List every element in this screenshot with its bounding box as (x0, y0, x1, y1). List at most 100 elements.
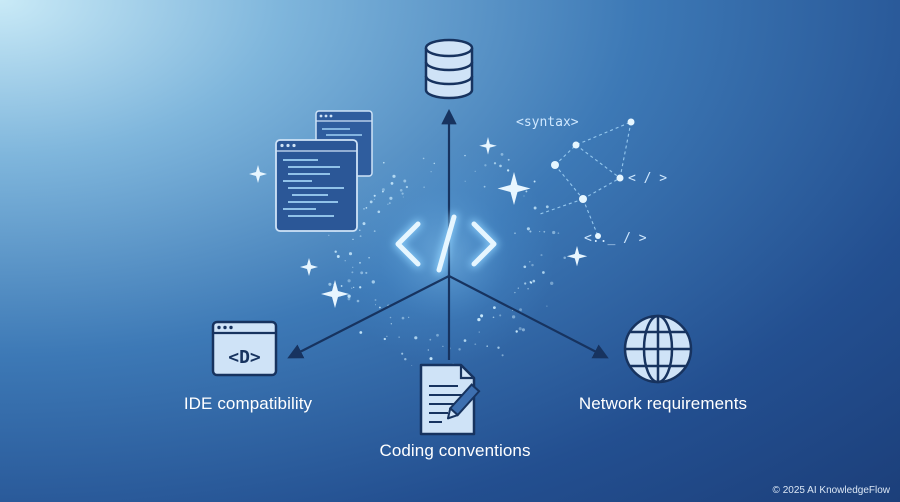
arrow-right (448, 275, 609, 359)
constellation-icon: <syntax> < / > <.._ / > (516, 115, 667, 246)
particle (381, 188, 385, 192)
particle (486, 345, 488, 347)
particle (368, 256, 370, 259)
code-brackets-icon (393, 212, 499, 275)
sparkle-icon (497, 172, 531, 205)
particle (539, 231, 541, 233)
particle (557, 232, 560, 234)
particle (328, 234, 330, 236)
label-network-requirements: Network requirements (578, 394, 748, 413)
particle (483, 185, 486, 188)
particle (493, 162, 497, 165)
particle (352, 238, 354, 241)
particle (474, 170, 476, 172)
particle (463, 339, 467, 342)
particle (427, 349, 429, 351)
particle (389, 316, 392, 319)
particle (506, 169, 510, 172)
particle (511, 315, 516, 319)
particle (442, 345, 444, 347)
particle (351, 271, 354, 274)
particle (359, 235, 362, 238)
particle (351, 287, 353, 289)
particle (526, 227, 530, 231)
particle (563, 256, 566, 259)
particle (353, 286, 355, 288)
particle (369, 200, 373, 204)
particle (336, 255, 340, 258)
particle (347, 297, 351, 301)
particle (545, 205, 549, 209)
particle (365, 271, 368, 274)
particle (390, 323, 392, 325)
particle (540, 254, 543, 257)
particle (422, 157, 425, 160)
particle (493, 306, 496, 309)
syntax-token: <syntax> (516, 115, 579, 130)
particle (383, 161, 385, 164)
particle (340, 285, 343, 287)
particle (379, 306, 381, 309)
arrow-left (287, 275, 450, 359)
particle (401, 352, 404, 355)
particle (373, 198, 375, 200)
particle (474, 343, 477, 346)
particle (514, 232, 516, 235)
copyright-notice: © 2025 AI KnowledgeFlow (772, 485, 890, 496)
particle (352, 266, 354, 268)
particle (519, 308, 523, 312)
particle (429, 338, 432, 341)
particle (359, 261, 361, 264)
particle (365, 207, 368, 209)
particle (359, 286, 362, 289)
label-coding-conventions: Coding conventions (379, 441, 531, 460)
particle (531, 263, 534, 267)
constellation-node (627, 118, 635, 126)
constellation-node (579, 195, 587, 203)
particle (359, 229, 361, 231)
particle (423, 186, 425, 188)
particle (347, 294, 351, 298)
ide-window-icon: <D> (211, 320, 278, 377)
particle (414, 336, 418, 340)
particle (464, 154, 466, 157)
code-window-front (275, 139, 358, 232)
particle (348, 252, 353, 256)
constellation-node (595, 233, 601, 239)
code-windows-icon (275, 110, 373, 232)
particle (347, 279, 351, 283)
particle (478, 331, 480, 333)
pen-icon (446, 383, 481, 420)
particle (436, 333, 439, 337)
sparkle-icon (249, 165, 267, 183)
particle (501, 354, 504, 357)
database-icon (424, 38, 474, 100)
particle (373, 194, 376, 197)
sparkle-icon (479, 137, 497, 155)
particle (392, 174, 396, 178)
particle (550, 281, 554, 285)
particle (524, 282, 527, 285)
particle (529, 281, 532, 283)
particle (500, 152, 504, 156)
particle (497, 346, 500, 349)
particle (533, 180, 536, 183)
particle (390, 182, 394, 185)
particle (542, 271, 545, 274)
particle (527, 287, 529, 290)
particle (328, 282, 332, 286)
sparkle-icon (321, 280, 349, 308)
particle-ring (328, 152, 566, 369)
particle (507, 158, 510, 161)
particle (411, 364, 413, 367)
particle (388, 202, 391, 205)
particle (464, 180, 466, 182)
ide-window-text: <D> (228, 347, 261, 368)
particle (552, 230, 556, 235)
particle (386, 335, 388, 337)
particle (521, 328, 525, 332)
constellation-node (551, 161, 559, 169)
sparkles (249, 137, 588, 308)
constellation-node (616, 174, 624, 182)
